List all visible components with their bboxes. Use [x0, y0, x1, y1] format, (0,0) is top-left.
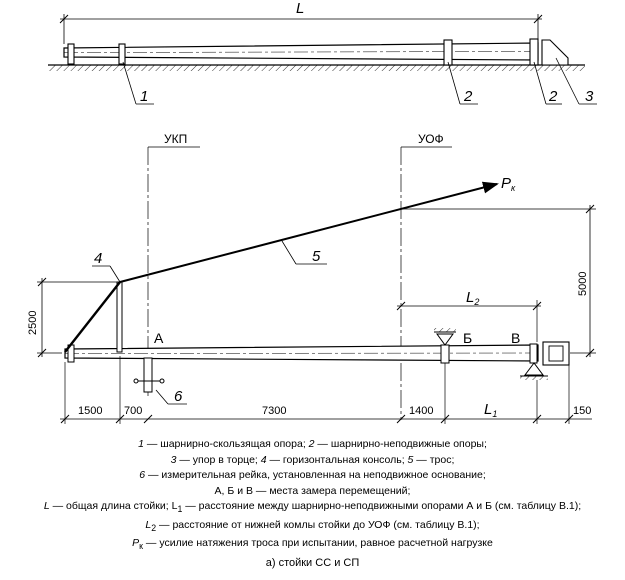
console-4-brace — [64, 281, 121, 353]
dim-5000-label: 5000 — [577, 272, 589, 296]
legend: 1 — шарнирно-скользящая опора; 2 — шарни… — [0, 437, 625, 555]
callout-4: 4 — [94, 250, 102, 267]
dimension-L-label: L — [296, 0, 304, 17]
legend-line-5: L — общая длина стойки; L1 — расстояние … — [43, 500, 582, 515]
dim-L2-label: L2 — [466, 289, 479, 307]
uof-label: УОФ — [418, 132, 444, 146]
callout-2-a: 2 — [463, 88, 473, 105]
dim-L1-label: L1 — [484, 401, 497, 419]
cable-5 — [119, 181, 499, 283]
callout-1: 1 — [140, 88, 148, 105]
point-v-label: В — [511, 330, 520, 346]
legend-line-6: L2 — расстояние от нижней комлы стойки д… — [145, 518, 480, 533]
bottom-dimensions: 1500 700 7300 1400 L1 150 — [60, 356, 592, 424]
top-view: L 1 2 2 3 — [48, 0, 597, 105]
dim-2500-label: 2500 — [27, 311, 39, 335]
callout-2-b: 2 — [548, 88, 558, 105]
dim-1500: 1500 — [78, 405, 102, 417]
support-1-end — [67, 43, 75, 65]
legend-line-1: 1 — шарнирно-скользящая опора; 2 — шарни… — [138, 438, 487, 450]
figure-caption: а) стойки СС и СП — [265, 557, 360, 569]
dim-150: 150 — [573, 405, 591, 417]
support-v — [520, 362, 548, 380]
dimension-5000: 5000 — [401, 204, 596, 358]
legend-line-4: А, Б и В — места замера перемещений; — [214, 484, 411, 497]
callout-3: 3 — [585, 88, 594, 105]
end-stop-3 — [541, 39, 569, 66]
force-label: Pк — [501, 175, 516, 193]
point-a-label: А — [154, 330, 164, 346]
support-2-b — [529, 38, 539, 66]
ukp-label: УКП — [164, 132, 187, 146]
legend-line-2: 3 — упор в торце; 4 — горизонтальная кон… — [170, 453, 455, 466]
dimension-2500: 2500 — [27, 277, 120, 358]
ground-hatch — [48, 65, 585, 71]
callout-5: 5 — [312, 248, 321, 265]
callout-6: 6 — [174, 388, 183, 405]
dim-7300: 7300 — [262, 405, 286, 417]
support-b — [434, 328, 456, 364]
dimension-L2: L2 — [396, 289, 542, 342]
point-b-label: Б — [463, 330, 472, 346]
dimension-L: L — [59, 0, 543, 44]
legend-line-3: 6 — измерительная рейка, установленная н… — [139, 469, 486, 481]
dim-700: 700 — [124, 405, 142, 417]
main-view: УКП УОФ Pк 4 5 6 А — [27, 132, 596, 424]
support-v-clamp — [529, 343, 538, 364]
console-4-post — [116, 281, 123, 353]
legend-line-7: Pк — усилие натяжения троса при испытани… — [132, 537, 493, 552]
measuring-rail-6 — [143, 357, 153, 393]
support-2-a — [443, 39, 453, 66]
support-1 — [118, 43, 126, 65]
dim-1400: 1400 — [409, 405, 433, 417]
